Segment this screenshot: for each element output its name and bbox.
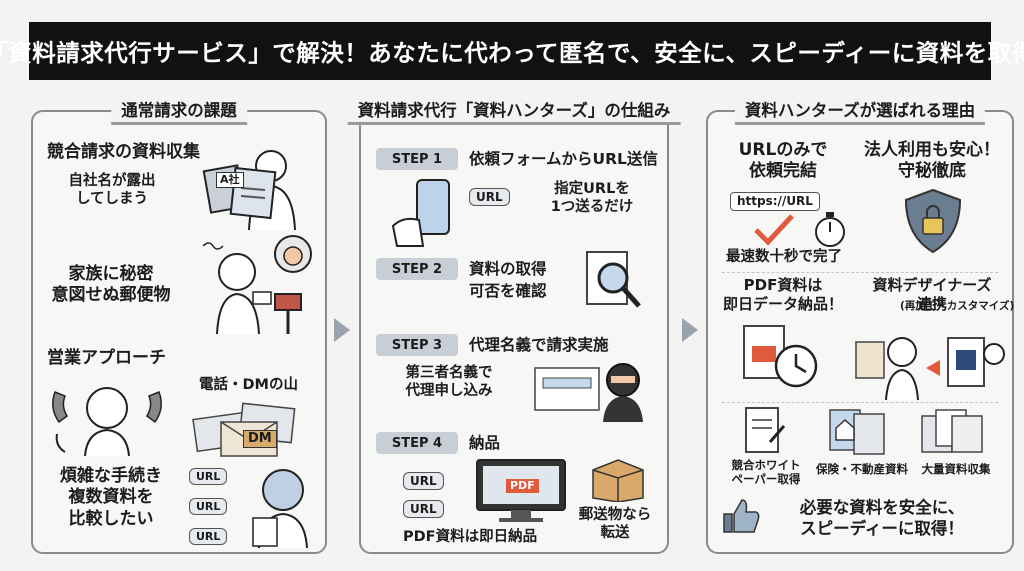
confused-person-icon [252, 469, 308, 548]
ninja-signing-icon [534, 363, 643, 422]
step-4-desc: 納品 [469, 434, 501, 452]
problem-family: 家族に秘密意図せぬ郵便物 [51, 264, 171, 306]
problem-heading-competitor: 競合請求の資料収集 [47, 142, 200, 162]
step-1-desc: 依頼フォームからURL送信 [469, 150, 658, 168]
designer-collaboration-icon [855, 337, 1005, 400]
use-bulk-collection: 大量資料収集 [921, 462, 991, 476]
bulk-documents-icon [921, 409, 983, 453]
step-2-label: STEP 2 [376, 258, 458, 280]
panel-how-it-works: 資料請求代行「資料ハンターズ」の仕組み STEP 1 依頼フォームからURL送信… [347, 100, 681, 554]
reason-fastest: 最速数十秒で完了 [726, 249, 842, 265]
reason-url-only: URLのみで依頼完結 [738, 140, 828, 182]
step-4-note-pdf: PDF資料は即日納品 [403, 529, 538, 545]
dm-envelopes-icon [192, 402, 296, 457]
step-2-desc: 資料の取得可否を確認 [469, 260, 547, 300]
step-4-url-chip-1: URL [403, 472, 444, 490]
step-4-label: STEP 4 [376, 432, 458, 454]
step-4-url-chip-2: URL [403, 500, 444, 518]
reasons-divider-2 [722, 402, 998, 403]
url-chip-1: URL [189, 468, 228, 485]
document-magnifier-icon [586, 251, 641, 308]
step-3-desc: 代理名義で請求実施 [469, 336, 609, 354]
url-chip-2: URL [189, 498, 228, 515]
panel-reasons: 資料ハンターズが選ばれる理由 URLのみで依頼完結 https://URL 最速… [706, 100, 1015, 554]
panel-how-title: 資料請求代行「資料ハンターズ」の仕組み [347, 100, 681, 125]
reason-corporate: 法人利用も安心！守秘徹底 [864, 140, 1000, 182]
thumbs-up-icon [723, 499, 760, 533]
panel-reasons-title: 資料ハンターズが選ばれる理由 [734, 100, 986, 125]
problem-procedures: 煩雑な手続き複数資料を比較したい [60, 466, 162, 529]
panel-problems-title: 通常請求の課題 [111, 100, 247, 125]
cardboard-box-icon [592, 459, 644, 502]
insurance-realestate-icon [829, 409, 885, 455]
pdf-clock-icon [743, 325, 818, 388]
step-1-url-chip: URL [469, 188, 510, 206]
flow-arrow-1 [334, 318, 350, 342]
closing-message: 必要な資料を安全に、スピーディーに取得！ [799, 498, 965, 538]
hand-smartphone-icon [391, 179, 450, 247]
use-insurance-realestate: 保険・不動産資料 [816, 462, 908, 476]
step-4-note-mail: 郵送物なら転送 [578, 507, 652, 542]
pdf-screen-label: PDF [506, 479, 539, 493]
reason-designer-note: (再加工・カスタマイズ) [900, 300, 1015, 312]
reason-designer: 資料デザイナーズ連携 [872, 276, 992, 313]
stressed-person-phones-icon [52, 387, 162, 456]
checkmark-stopwatch-icon [754, 212, 845, 247]
problem-sub-competitor: 自社名が露出してしまう [68, 173, 156, 208]
dm-label: DM [243, 430, 277, 449]
url-box: https://URL [730, 192, 820, 211]
page-title: 「資料請求代行サービス」で解決！あなたに代わって匿名で、安全に、スピーディーに資… [0, 22, 1024, 80]
step-3-note: 第三者名義で代理申し込み [405, 365, 493, 400]
panel-problems: 通常請求の課題 競合請求の資料収集 自社名が露出してしまう A社 家族に秘密意図… [31, 100, 327, 554]
company-badge: A社 [216, 172, 244, 188]
url-chip-3: URL [189, 528, 228, 545]
worried-person-mailbox-icon [202, 235, 312, 334]
flow-arrow-2 [682, 318, 698, 342]
problem-heading-sales: 営業アプローチ [47, 348, 166, 368]
whitepaper-icon [745, 407, 786, 453]
reason-pdf: PDF資料は即日データ納品！ [722, 276, 843, 313]
step-1-label: STEP 1 [376, 148, 458, 170]
step-3-label: STEP 3 [376, 334, 458, 356]
shield-lock-icon [904, 188, 962, 254]
use-competitor-whitepaper: 競合ホワイトペーパー取得 [731, 458, 801, 487]
person-reading-icon [202, 150, 296, 230]
reasons-divider-1 [722, 272, 998, 273]
problem-side-calls: 電話・DMの山 [199, 377, 298, 393]
